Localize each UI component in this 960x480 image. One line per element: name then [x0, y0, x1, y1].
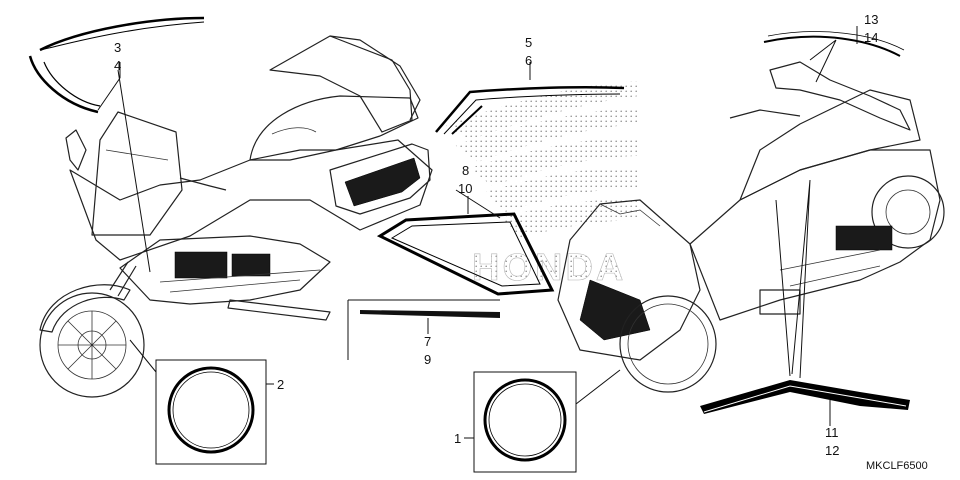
callout-2: 2: [277, 377, 284, 392]
strip-sticker-7-9: [347, 299, 500, 360]
stripe-sticker-5-6: [435, 85, 625, 135]
stripe-sticker-3-4: [28, 16, 205, 114]
stripe-sticker-11-12: [700, 179, 910, 426]
callout-11: 11: [825, 425, 839, 440]
callout-1: 1: [454, 431, 461, 446]
callout-labels: 1 2 3 4 5 6 7 9 8 10 11 12 13 14 MKCLF65…: [114, 12, 928, 472]
honda-wing-logo: HONDA: [445, 81, 640, 289]
emblem-ring-sticker-1: [464, 369, 621, 473]
stripe-sticker-8-10: [376, 189, 555, 296]
right-motorcycle-illustration: [557, 61, 945, 393]
left-motorcycle-illustration: [39, 35, 433, 398]
callout-13: 13: [864, 12, 878, 27]
callout-12: 12: [825, 443, 839, 458]
callout-7: 7: [424, 334, 431, 349]
callout-6: 6: [525, 53, 532, 68]
callout-3: 3: [114, 40, 121, 55]
callout-8: 8: [462, 163, 469, 178]
callout-10: 10: [458, 181, 472, 196]
stripe-sticker-13-14: [763, 31, 905, 83]
diagram-code: MKCLF6500: [866, 460, 928, 472]
callout-14: 14: [864, 30, 878, 45]
leader-lines: [97, 26, 858, 334]
callout-4: 4: [114, 58, 121, 73]
emblem-ring-sticker-2: [129, 339, 274, 465]
callout-5: 5: [525, 35, 532, 50]
callout-9: 9: [424, 352, 431, 367]
